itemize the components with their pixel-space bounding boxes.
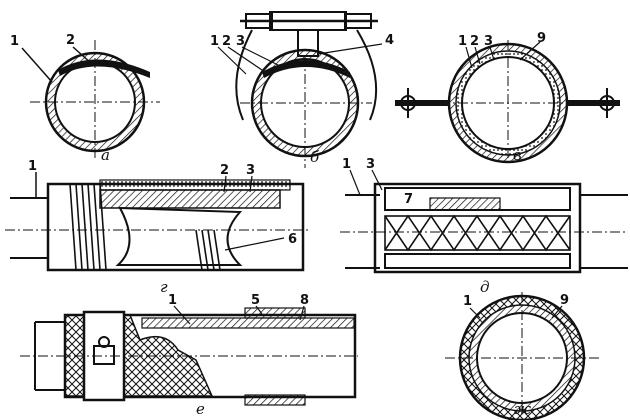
- leader-b-1: [217, 46, 247, 75]
- leader-e-5: [255, 305, 263, 315]
- pipe-section-b: [235, 29, 378, 168]
- panel-v: 1 2 3 9 в: [395, 31, 620, 165]
- callout-d-7: 7: [404, 192, 413, 207]
- pipe-section-v: [395, 40, 620, 165]
- pipe-mesh-e: [20, 307, 358, 406]
- leader-g-6: [224, 237, 285, 251]
- leader-v-9: [519, 41, 541, 61]
- pipe-section-zh: [445, 292, 600, 420]
- leader-e-8: [299, 305, 305, 321]
- leader-g-3: [249, 175, 253, 193]
- panel-label-a: а: [101, 146, 110, 164]
- panel-b: 1 2 3 4 б: [210, 11, 394, 168]
- leader-d-1: [349, 169, 361, 196]
- clamp-assembly: [240, 11, 378, 57]
- panel-label-d: д: [480, 278, 490, 296]
- callout-v-9: 9: [537, 31, 546, 46]
- callout-a-2: 2: [66, 33, 75, 48]
- callout-g-6: 6: [288, 232, 297, 247]
- panel-label-g: г: [160, 278, 168, 296]
- callout-v-3: 3: [484, 34, 493, 49]
- leader-zh-1: [469, 307, 481, 319]
- callout-e-1: 1: [168, 293, 177, 308]
- leader-a-1: [21, 47, 53, 83]
- leader-e-1: [173, 305, 191, 325]
- leader-d-3: [371, 169, 383, 191]
- callout-a-1: 1: [10, 34, 19, 49]
- panel-a: 1 2 а: [10, 33, 160, 164]
- callout-b-4: 4: [385, 33, 394, 48]
- panel-g: 1 2 3 6 г: [5, 159, 310, 296]
- panel-label-zh: ж: [514, 400, 531, 418]
- callout-g-3: 3: [246, 163, 255, 178]
- panel-label-e: е: [196, 400, 205, 418]
- panel-label-v: в: [513, 146, 522, 164]
- callout-e-8: 8: [300, 293, 309, 308]
- panel-label-b: б: [310, 148, 320, 166]
- panel-zh: 1 9 ж: [445, 292, 600, 420]
- callout-g-1: 1: [28, 159, 37, 174]
- callout-zh-9: 9: [560, 293, 569, 308]
- leader-b-4: [317, 43, 383, 55]
- callout-b-3: 3: [236, 34, 245, 49]
- leader-a-2: [72, 46, 93, 65]
- callout-v-2: 2: [470, 34, 479, 49]
- callout-d-1: 1: [342, 157, 351, 172]
- leader-g-2: [223, 175, 227, 193]
- leader-v-1: [465, 46, 473, 69]
- leader-v-3: [489, 46, 495, 61]
- callout-v-1: 1: [458, 34, 467, 49]
- panel-e: 1 5 8 е: [20, 293, 358, 418]
- callout-b-1: 1: [210, 34, 219, 49]
- pipe-wrap-g: [5, 179, 310, 272]
- callout-zh-1: 1: [463, 294, 472, 309]
- callout-e-5: 5: [251, 293, 260, 308]
- leader-v-2: [474, 46, 481, 65]
- pipe-section-a: [30, 40, 160, 160]
- callout-g-2: 2: [220, 163, 229, 178]
- leader-b-3: [241, 46, 281, 67]
- leader-zh-9: [551, 305, 563, 319]
- panel-d: 1 3 7 д: [340, 157, 628, 296]
- callout-d-3: 3: [366, 157, 375, 172]
- leader-b-2: [227, 46, 263, 71]
- pipe-shell-d: [340, 182, 628, 274]
- callout-b-2: 2: [222, 34, 231, 49]
